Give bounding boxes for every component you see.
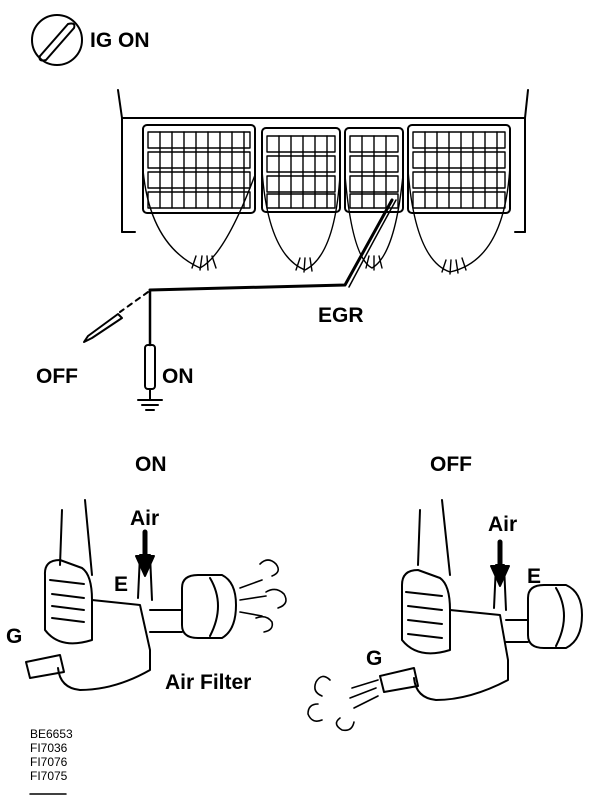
air-flow-out-icon bbox=[239, 559, 287, 633]
probe-on-label: ON bbox=[162, 365, 194, 388]
ecu-connector-4 bbox=[407, 124, 511, 214]
ignition-label: IG ON bbox=[90, 29, 150, 52]
ground-icon bbox=[137, 399, 163, 411]
valve-on-port-e-label: E bbox=[114, 573, 129, 596]
air-filter-label: Air Filter bbox=[165, 671, 252, 694]
air-flow-vent-icon bbox=[307, 675, 379, 732]
valve-off-state-label: OFF bbox=[430, 453, 472, 476]
ecu-connector-3 bbox=[344, 127, 404, 213]
figure-code: FI7075 bbox=[30, 769, 68, 783]
ignition-key-icon bbox=[31, 14, 83, 66]
valve-off-port-e-label: E bbox=[527, 565, 542, 588]
probe-off-label: OFF bbox=[36, 365, 78, 388]
test-probe-on bbox=[144, 344, 156, 401]
ecu-connector-2 bbox=[261, 127, 341, 213]
wire-harness bbox=[142, 164, 511, 275]
ecu-connector-1 bbox=[142, 124, 256, 214]
vsv-on-view bbox=[25, 499, 237, 691]
figure-code: FI7036 bbox=[30, 741, 68, 755]
valve-on-state-label: ON bbox=[135, 453, 167, 476]
valve-on-port-g-label: G bbox=[6, 625, 23, 648]
egr-test-lead bbox=[148, 198, 397, 347]
air-inlet-arrow-off bbox=[490, 539, 510, 587]
egr-terminal-label: EGR bbox=[318, 304, 364, 327]
vsv-off-view bbox=[379, 499, 583, 701]
valve-on-air-label: Air bbox=[130, 507, 160, 530]
figure-code: FI7076 bbox=[30, 755, 68, 769]
figure-codes: BE6653 FI7036 FI7076 FI7075 bbox=[30, 727, 73, 783]
figure-code: BE6653 bbox=[30, 727, 73, 741]
test-probe-off bbox=[83, 291, 149, 343]
valve-off-port-g-label: G bbox=[366, 647, 383, 670]
air-inlet-arrow-on bbox=[135, 529, 155, 577]
ecu-housing bbox=[117, 89, 529, 233]
valve-off-air-label: Air bbox=[488, 513, 518, 536]
